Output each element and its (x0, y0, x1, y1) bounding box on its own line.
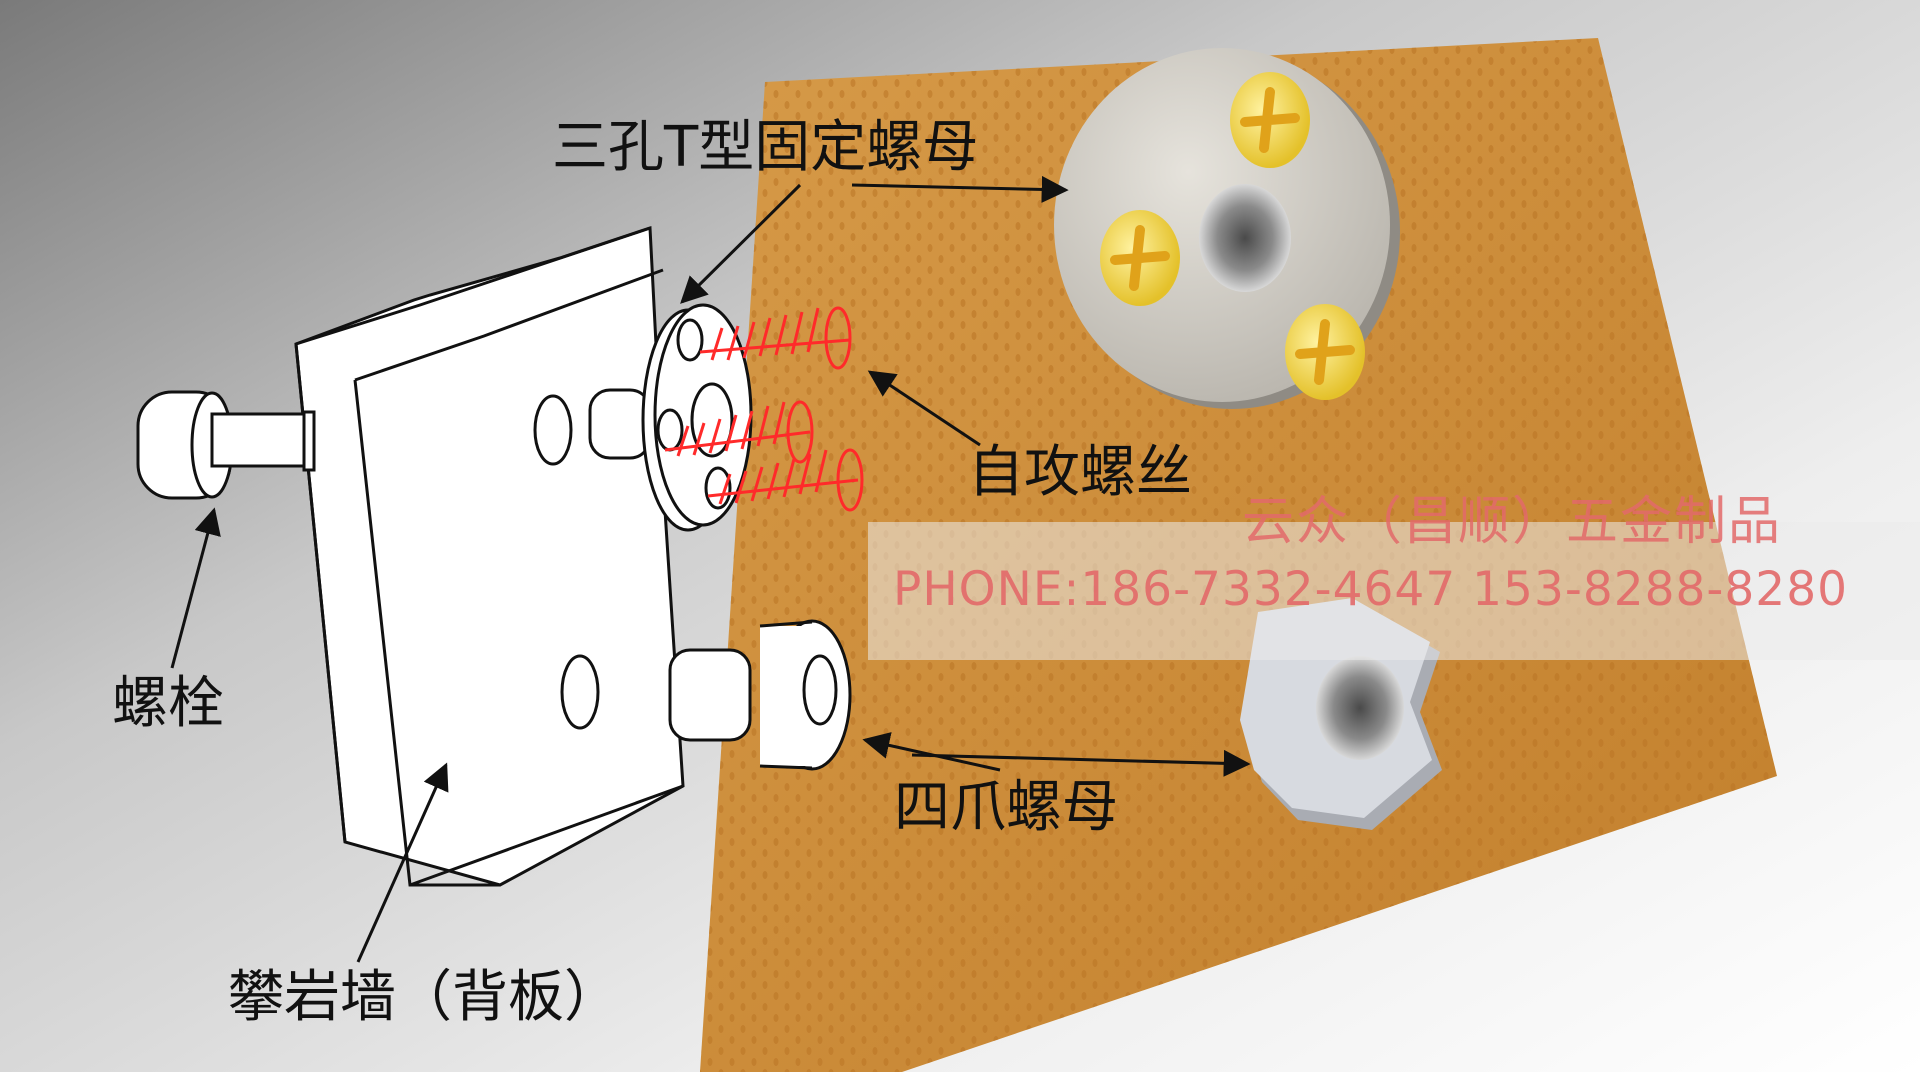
screw-head-icon (1230, 72, 1310, 168)
arrow-claw-nut (911, 749, 1251, 777)
screw-icon (707, 448, 864, 512)
arrow-bolt (170, 507, 221, 669)
t-nut-plate (1054, 48, 1400, 409)
self-tapping-screws (664, 306, 864, 512)
claw-nut-wireframe (668, 619, 852, 771)
arrow-t-nut-wireframe (680, 183, 802, 304)
label-screws: 自攻螺丝 (968, 440, 1192, 505)
threaded-hole-icon (1199, 184, 1291, 292)
threaded-hole-icon (1316, 656, 1404, 760)
watermark-band (868, 522, 1920, 660)
screw-icon (699, 306, 852, 370)
t-nut-wireframe (641, 303, 753, 532)
label-claw-nut: 四爪螺母 (894, 775, 1118, 840)
screw-head-icon (1285, 304, 1365, 400)
arrow-screws (867, 370, 981, 447)
bolt (136, 390, 316, 500)
screw-head-icon (1100, 210, 1180, 306)
label-t-nut: 三孔T型固定螺母 (552, 115, 979, 180)
climbing-hold-wireframe (136, 225, 852, 887)
watermark-phone: PHONE:186-7332-4647 153-8288-8280 (893, 562, 1849, 617)
arrow-t-nut-plate (851, 175, 1069, 203)
screw-icon (664, 400, 814, 464)
leader-arrows (170, 175, 1251, 963)
arrow-wall (356, 762, 449, 963)
watermark-company: 云众（昌顺）五金制品 (1242, 492, 1783, 552)
label-wall: 攀岩墙（背板） (228, 965, 620, 1030)
label-bolt: 螺栓 (112, 671, 224, 736)
